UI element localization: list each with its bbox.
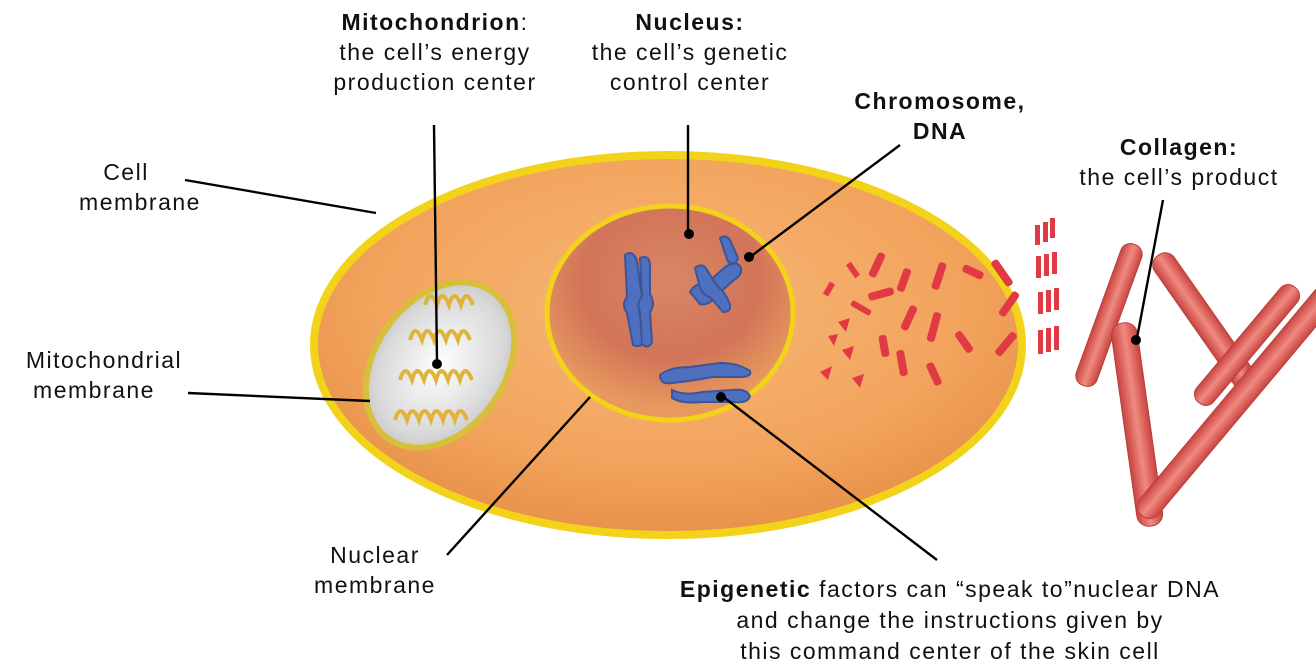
label-nuclear-membrane-line2: membrane (290, 570, 460, 600)
label-epigenetic: Epigenetic factors can “speak to”nuclear… (600, 574, 1300, 667)
label-nucleus: Nucleus: the cell’s genetic control cent… (540, 7, 840, 97)
label-cell-membrane: Cell membrane (60, 157, 220, 217)
label-chromosome-line2: DNA (820, 116, 1060, 146)
label-epigenetic-line3: this command center of the skin cell (600, 636, 1300, 667)
collagen-fibers (1073, 241, 1316, 528)
label-mitochondrion-colon: : (521, 9, 529, 35)
label-mitochondrial-membrane: Mitochondrial membrane (4, 345, 204, 405)
label-collagen-line1: the cell’s product (1045, 162, 1313, 192)
label-mitochondrial-membrane-line1: Mitochondrial (4, 345, 204, 375)
label-mitochondrion-title: Mitochondrion (341, 9, 520, 35)
label-mitochondrial-membrane-line2: membrane (4, 375, 204, 405)
nucleus (547, 206, 793, 420)
label-cell-membrane-line1: Cell (60, 157, 220, 187)
label-nucleus-line1: the cell’s genetic (540, 37, 840, 67)
label-nucleus-title: Nucleus: (540, 7, 840, 37)
label-cell-membrane-line2: membrane (60, 187, 220, 217)
label-epigenetic-line1: factors can “speak to”nuclear DNA (811, 576, 1220, 602)
label-nuclear-membrane: Nuclear membrane (290, 540, 460, 600)
label-collagen-title: Collagen: (1045, 132, 1313, 162)
label-chromosome: Chromosome, DNA (820, 86, 1060, 146)
label-collagen: Collagen: the cell’s product (1045, 132, 1313, 192)
label-chromosome-line1: Chromosome, (820, 86, 1060, 116)
label-nuclear-membrane-line1: Nuclear (290, 540, 460, 570)
label-epigenetic-line2: and change the instructions given by (600, 605, 1300, 636)
label-epigenetic-bold: Epigenetic (680, 576, 811, 602)
label-nucleus-line2: control center (540, 67, 840, 97)
